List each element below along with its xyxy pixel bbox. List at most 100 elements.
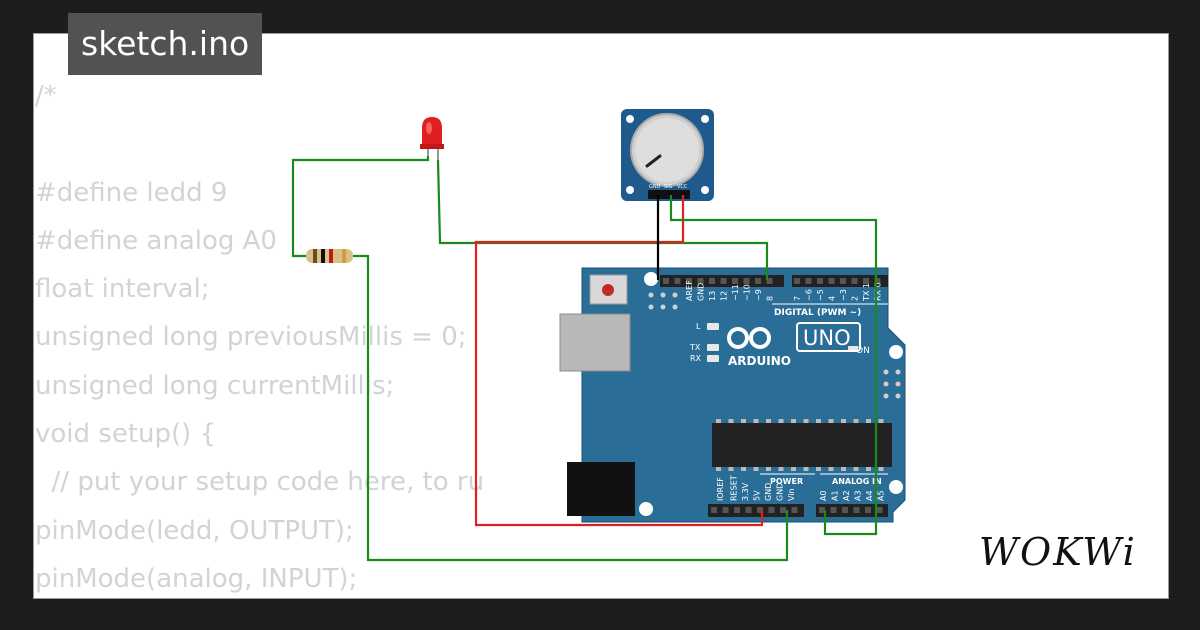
pin-label: 5V	[753, 490, 762, 501]
chip-pin	[716, 467, 721, 471]
pin-label: A2	[842, 490, 851, 501]
pot-mount-hole	[626, 115, 634, 123]
code-line: /*	[35, 81, 57, 111]
status-led	[707, 355, 719, 362]
header-pin[interactable]	[755, 278, 761, 284]
model-badge	[796, 322, 861, 352]
top-pin-holes	[663, 278, 881, 284]
header-pin[interactable]	[697, 278, 704, 284]
file-title: sketch.ino	[68, 13, 263, 75]
status-led	[707, 323, 719, 330]
header-pin[interactable]	[722, 507, 729, 513]
wires	[291, 156, 878, 562]
header-pin[interactable]	[794, 278, 800, 284]
reset-button-cap[interactable]	[602, 284, 614, 296]
chip-pin	[791, 419, 796, 423]
pin-label: ~5	[816, 289, 825, 301]
potentiometer[interactable]: GND SIG VCC	[621, 109, 714, 201]
led-label: RX	[690, 354, 702, 363]
header-pin[interactable]	[686, 278, 692, 284]
header-pin[interactable]	[842, 507, 848, 513]
wire-resistor-to-gnd[interactable]	[353, 254, 789, 562]
header-pin[interactable]	[865, 507, 871, 513]
header-pin[interactable]	[734, 507, 740, 513]
header-pin[interactable]	[766, 278, 773, 284]
header-pin[interactable]	[663, 278, 669, 284]
model-label: UNO	[803, 326, 851, 350]
code-line: #define ledd 9	[35, 177, 228, 208]
chip-pin	[816, 467, 821, 471]
chip-pin	[778, 419, 784, 423]
pin-label: 2	[851, 296, 860, 301]
wire-sig-to-a0[interactable]	[669, 195, 878, 536]
led-label: L	[696, 322, 701, 331]
header-pin[interactable]	[851, 278, 858, 284]
header-pin[interactable]	[853, 507, 860, 513]
header-pin[interactable]	[711, 507, 717, 513]
wire-resistor-to-led[interactable]	[291, 156, 430, 258]
arduino-logo-mark	[727, 327, 771, 349]
code-line: pinMode(ledd, OUTPUT);	[35, 515, 354, 546]
resistor-band	[329, 249, 333, 263]
header-pin[interactable]	[817, 278, 823, 284]
header-pin[interactable]	[780, 507, 786, 513]
header-pin[interactable]	[828, 278, 835, 284]
header-pin[interactable]	[743, 278, 750, 284]
pot-pin-label: SIG	[664, 184, 673, 190]
pin-label: 12	[720, 291, 729, 301]
header-pin[interactable]	[757, 507, 763, 513]
chip-pin	[866, 419, 871, 423]
led-label: TX	[689, 343, 701, 352]
pin-label: RESET	[730, 475, 739, 501]
header-pin[interactable]	[674, 278, 681, 284]
power-header[interactable]	[708, 504, 804, 517]
pin-label: A4	[865, 490, 874, 501]
icsp-header	[648, 292, 678, 310]
pot-pin-label: VCC	[677, 184, 688, 190]
chip-pin	[753, 467, 759, 471]
header-pin[interactable]	[876, 507, 883, 513]
header-pin[interactable]	[819, 507, 825, 513]
header-pin[interactable]	[720, 278, 727, 284]
header-pin[interactable]	[791, 507, 798, 513]
chip-pin	[803, 419, 809, 423]
led-rim	[420, 144, 444, 149]
pot-mount-hole	[701, 115, 709, 123]
header-pin[interactable]	[805, 278, 812, 284]
pin-label: 7	[793, 296, 802, 301]
header-pin[interactable]	[874, 278, 881, 284]
resistor[interactable]	[306, 249, 353, 263]
chip-pin	[778, 467, 784, 471]
header-pin[interactable]	[709, 278, 715, 284]
pin-label: GND	[776, 483, 785, 501]
chip-pin	[766, 467, 771, 471]
led-highlight	[426, 122, 432, 134]
power-jack	[567, 462, 635, 516]
header-pin[interactable]	[768, 507, 775, 513]
mount-hole	[644, 272, 658, 286]
resistor-band	[342, 249, 346, 263]
chip-pin	[853, 419, 859, 423]
pin-label: GND	[764, 483, 773, 501]
header-pin[interactable]	[840, 278, 846, 284]
header-pin[interactable]	[863, 278, 869, 284]
pin-label: ~3	[839, 289, 848, 301]
chip-pin	[753, 419, 759, 423]
pin-label: ~11	[731, 284, 740, 301]
wire-vcc-to-5v[interactable]	[474, 195, 764, 527]
potentiometer-knob-face[interactable]	[635, 118, 699, 182]
pin-label: A0	[819, 490, 828, 501]
header-pin[interactable]	[732, 278, 738, 284]
header-pin[interactable]	[745, 507, 752, 513]
potentiometer-indicator	[645, 154, 662, 168]
atmega-chip	[712, 423, 892, 467]
led-red[interactable]	[420, 117, 444, 160]
header-pin[interactable]	[830, 507, 837, 513]
code-line: unsigned long previousMillis = 0;	[35, 322, 467, 353]
wokwi-logo-text: WOKWi	[979, 530, 1137, 574]
brand-label: ARDUINO	[728, 354, 791, 368]
